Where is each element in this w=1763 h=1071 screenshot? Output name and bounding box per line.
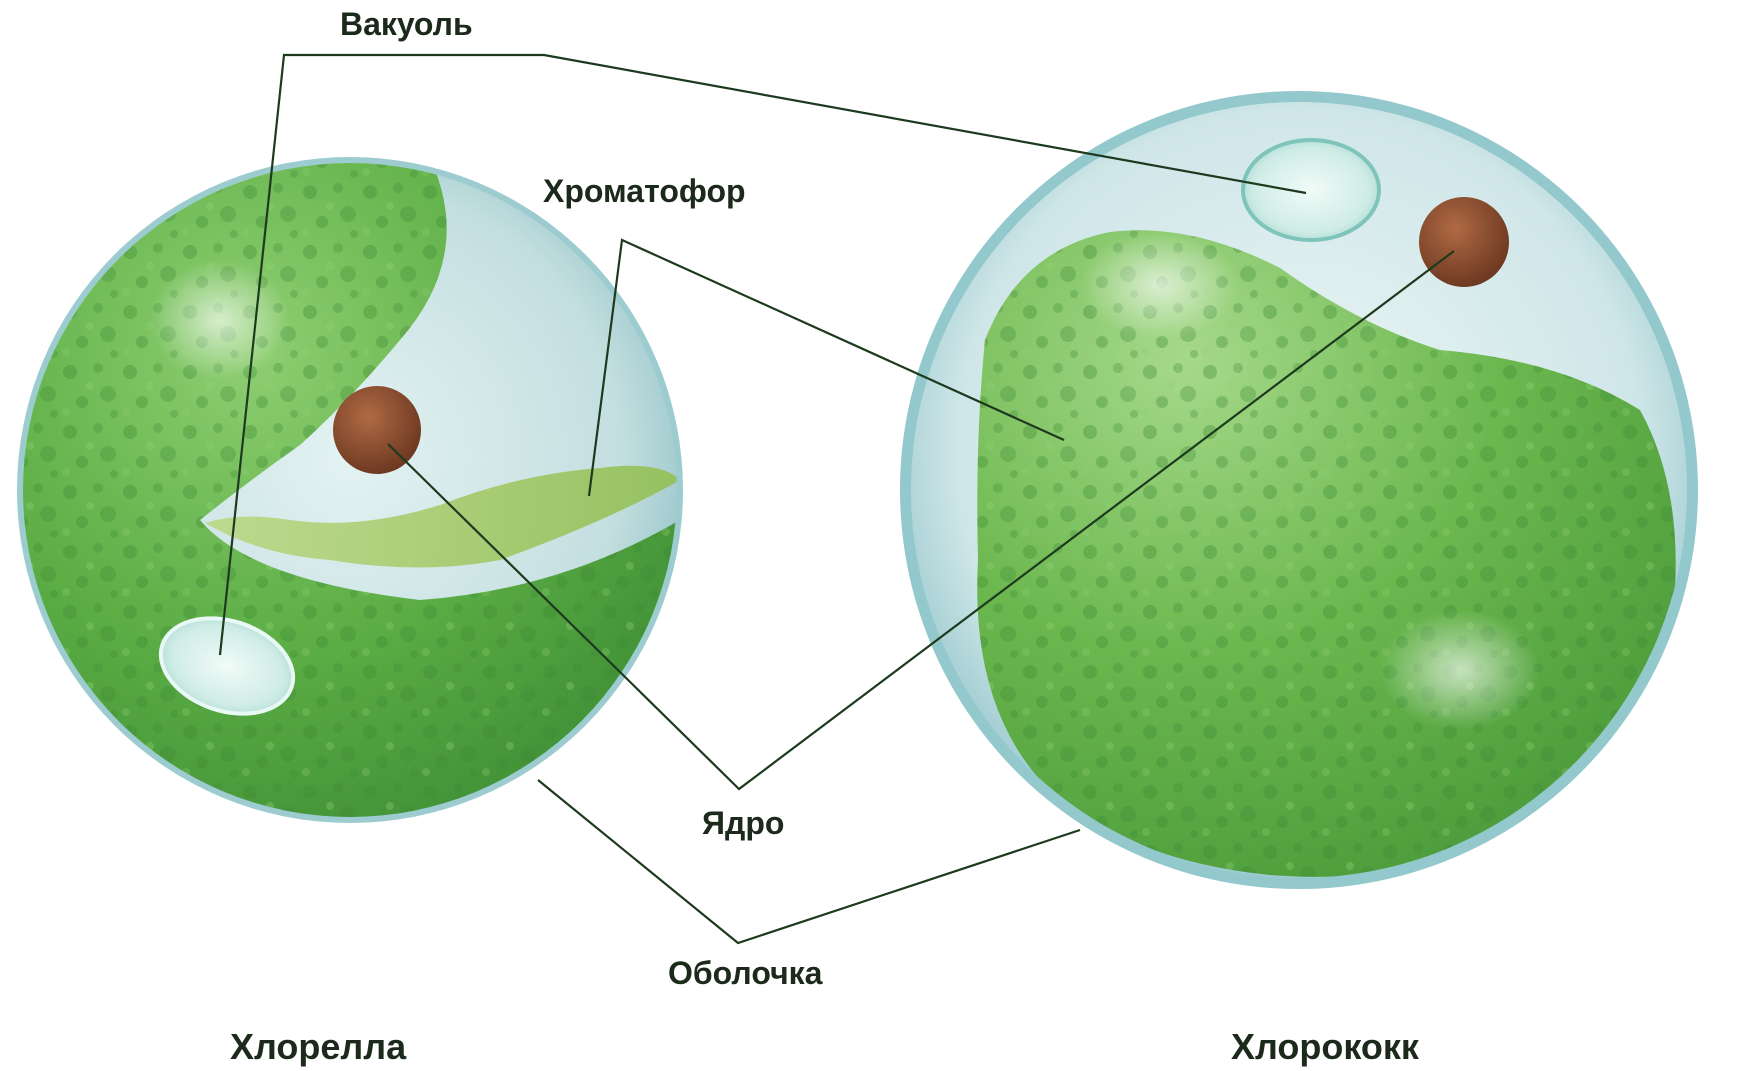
label-chlorococcum: Хлорококк (1231, 1029, 1419, 1065)
chlorococcum-cell (900, 91, 1698, 889)
label-shell: Оболочка (668, 957, 822, 989)
label-chromatophore: Хроматофор (543, 175, 746, 207)
label-chlorella: Хлорелла (230, 1029, 406, 1065)
chlorococcum-nucleus (1419, 197, 1509, 287)
leader-shell (538, 780, 1080, 943)
label-vacuole: Вакуоль (340, 8, 473, 40)
chlorella-highlight (150, 260, 290, 380)
chlorella-nucleus (333, 386, 421, 474)
chlorella-cell (17, 148, 683, 824)
chlorococcum-highlight-bottom (1380, 610, 1540, 730)
label-nucleus: Ядро (702, 807, 784, 839)
chlorococcum-vacuole (1243, 140, 1379, 240)
chlorococcum-highlight-top (1080, 230, 1240, 340)
